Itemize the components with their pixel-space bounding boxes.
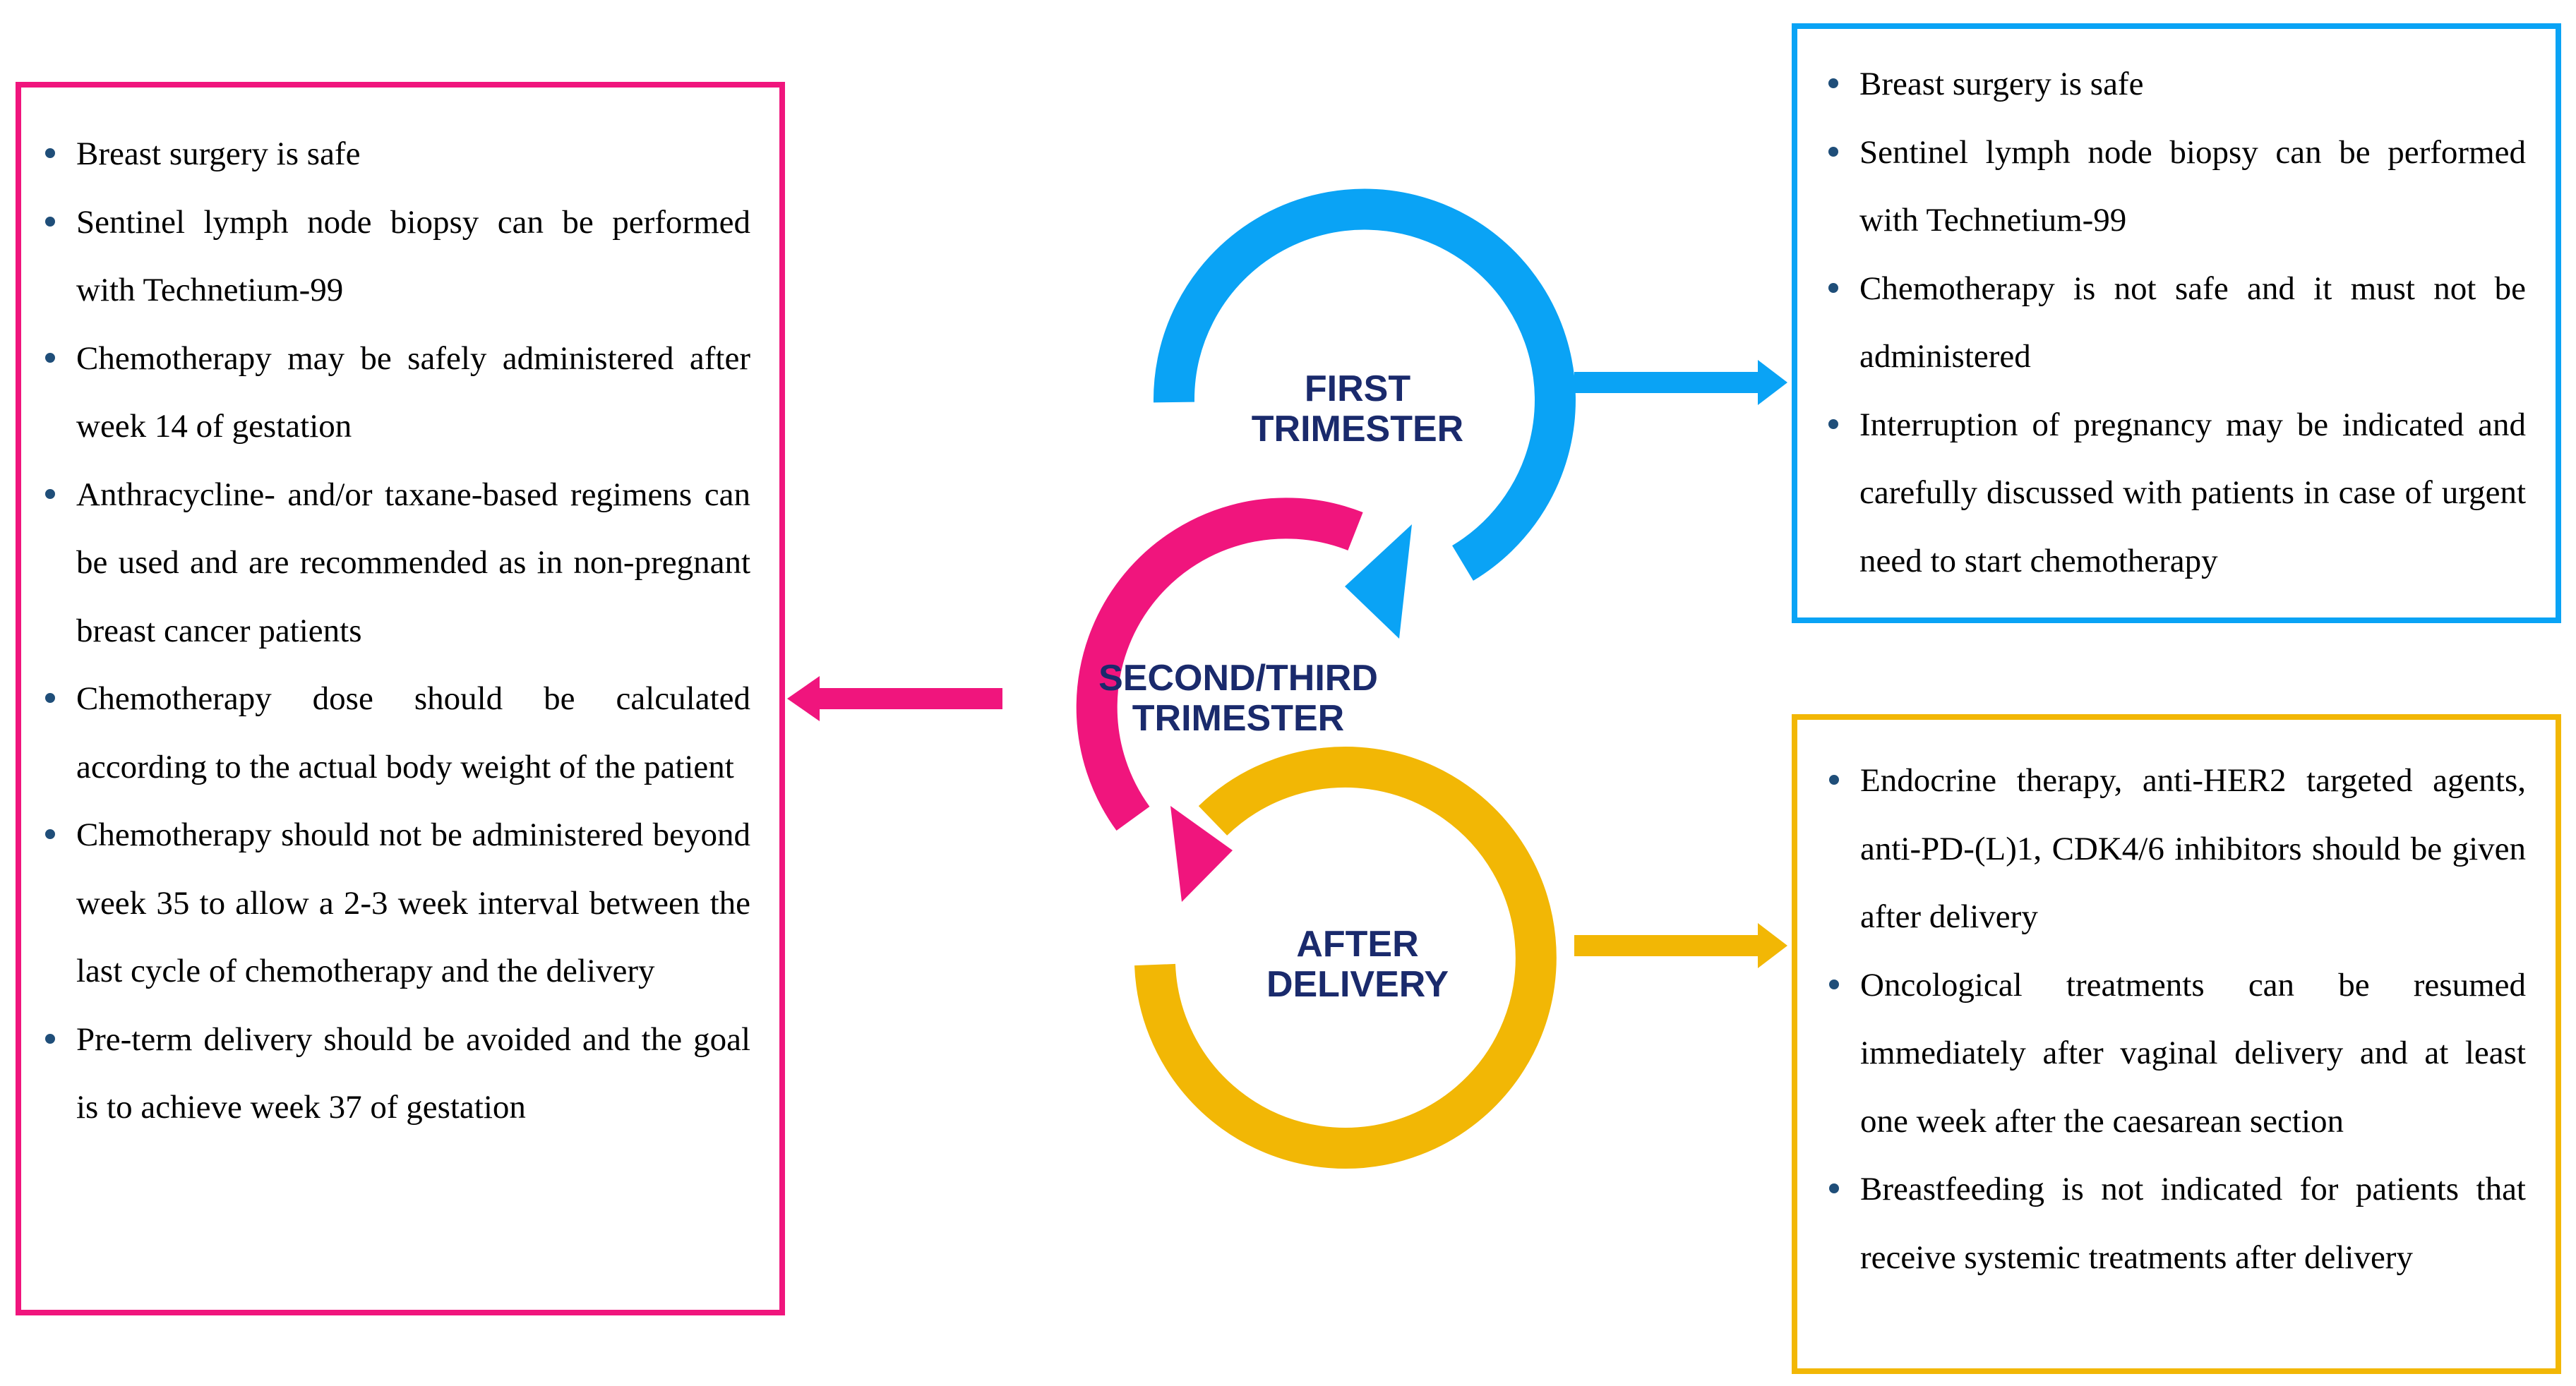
bullet-icon [1829,1183,1839,1193]
bullet-icon [45,488,55,499]
list-item: Chemotherapy may be safely administered … [43,325,750,461]
list-item: Chemotherapy dose should be calculated a… [43,665,750,801]
second-third-trimester-arrow [787,676,1002,721]
bullet-icon [45,216,55,227]
list-item: Sentinel lymph node biopsy can be perfor… [1826,119,2526,255]
list-item: Endocrine therapy, anti-HER2 targeted ag… [1827,747,2526,951]
bullet-icon [1828,78,1838,88]
bullet-icon [1828,282,1838,293]
after-delivery-arc [1134,746,1557,1169]
list-item: Breast surgery is safe [43,120,750,188]
bullet-icon [1828,418,1838,429]
first-trimester-arrowhead [1345,524,1412,639]
bullet-icon [1829,775,1839,785]
list-item: Breastfeeding is not indicated for patie… [1827,1155,2526,1291]
bullet-icon [45,829,55,839]
list-item: Chemotherapy should not be administered … [43,801,750,1006]
second-third-trimester-label-line1: SECOND/THIRD [1098,658,1378,699]
bullet-icon [45,352,55,363]
second-third-trimester-label-line2: TRIMESTER [1132,698,1344,739]
first-trimester-list: Breast surgery is safe Sentinel lymph no… [1826,50,2526,595]
second-third-trimester-box: Breast surgery is safe Sentinel lymph no… [16,82,785,1315]
first-trimester-box: Breast surgery is safe Sentinel lymph no… [1792,23,2561,623]
list-item: Sentinel lymph node biopsy can be perfor… [43,188,750,325]
list-item: Oncological treatments can be resumed im… [1827,951,2526,1156]
bullet-icon [1829,979,1839,989]
list-item: Chemotherapy is not safe and it must not… [1826,255,2526,391]
first-trimester-arrow [1574,360,1787,405]
bullet-icon [45,693,55,703]
first-trimester-label-line2: TRIMESTER [1252,409,1463,450]
bullet-icon [1828,146,1838,157]
list-item: Interruption of pregnancy may be indicat… [1826,391,2526,596]
after-delivery-label-line1: AFTER [1296,924,1418,965]
after-delivery-box: Endocrine therapy, anti-HER2 targeted ag… [1792,714,2561,1374]
list-item: Pre-term delivery should be avoided and … [43,1006,750,1142]
after-delivery-label-line2: DELIVERY [1266,964,1449,1005]
first-trimester-arc [1153,188,1576,581]
second-third-trimester-arrowhead [1170,806,1233,902]
second-third-trimester-arc [1076,498,1363,831]
first-trimester-label-line1: FIRST [1305,368,1410,409]
bullet-icon [45,1033,55,1044]
list-item: Anthracycline- and/or taxane-based regim… [43,461,750,665]
second-third-trimester-list: Breast surgery is safe Sentinel lymph no… [43,120,750,1142]
after-delivery-list: Endocrine therapy, anti-HER2 targeted ag… [1827,747,2526,1291]
bullet-icon [45,148,55,158]
list-item: Breast surgery is safe [1826,50,2526,119]
after-delivery-arrow [1574,923,1787,968]
